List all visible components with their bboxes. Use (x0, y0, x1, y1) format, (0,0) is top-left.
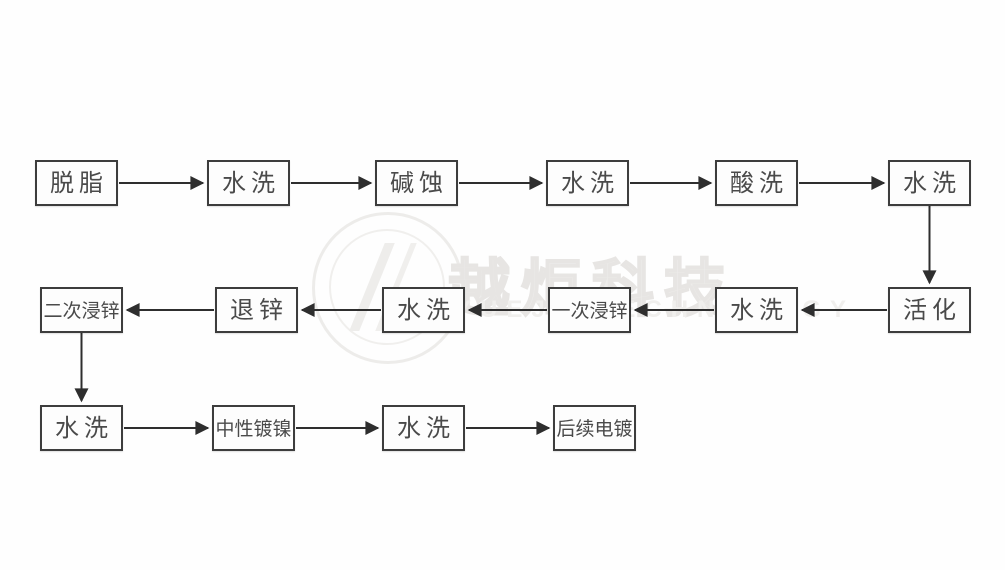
flow-node-label: 水洗 (222, 171, 280, 197)
flow-node-label: 脱脂 (50, 171, 108, 197)
flow-node: 水洗 (546, 160, 629, 206)
flow-node: 水洗 (40, 405, 123, 451)
flow-node-label: 水洗 (730, 298, 788, 324)
flow-node-label: 一次浸锌 (551, 300, 628, 322)
flow-node-label: 水洗 (903, 171, 961, 197)
flow-node-label: 活化 (903, 298, 961, 324)
flow-node-label: 水洗 (561, 171, 619, 197)
flow-node: 中性镀镍 (212, 405, 295, 451)
flow-node-label: 碱蚀 (390, 171, 448, 197)
flow-node: 后续电镀 (553, 405, 636, 451)
flow-node: 水洗 (382, 287, 465, 333)
flow-node: 一次浸锌 (548, 287, 631, 333)
flow-node: 二次浸锌 (40, 287, 123, 333)
flow-node-label: 退锌 (230, 298, 288, 324)
flow-node: 酸洗 (715, 160, 798, 206)
flow-node-label: 后续电镀 (556, 418, 633, 440)
flow-node: 脱脂 (35, 160, 118, 206)
flow-node-label: 中性镀镍 (215, 418, 292, 440)
flow-node-label: 水洗 (55, 416, 113, 442)
flow-node: 水洗 (715, 287, 798, 333)
flow-node: 退锌 (215, 287, 298, 333)
flow-node-label: 二次浸锌 (43, 300, 120, 322)
flow-node: 水洗 (888, 160, 971, 206)
flow-node-label: 酸洗 (730, 171, 788, 197)
flow-node: 活化 (888, 287, 971, 333)
flow-node: 水洗 (207, 160, 290, 206)
flow-node: 碱蚀 (375, 160, 458, 206)
flow-node: 水洗 (382, 405, 465, 451)
flow-node-label: 水洗 (397, 298, 455, 324)
flow-node-label: 水洗 (397, 416, 455, 442)
